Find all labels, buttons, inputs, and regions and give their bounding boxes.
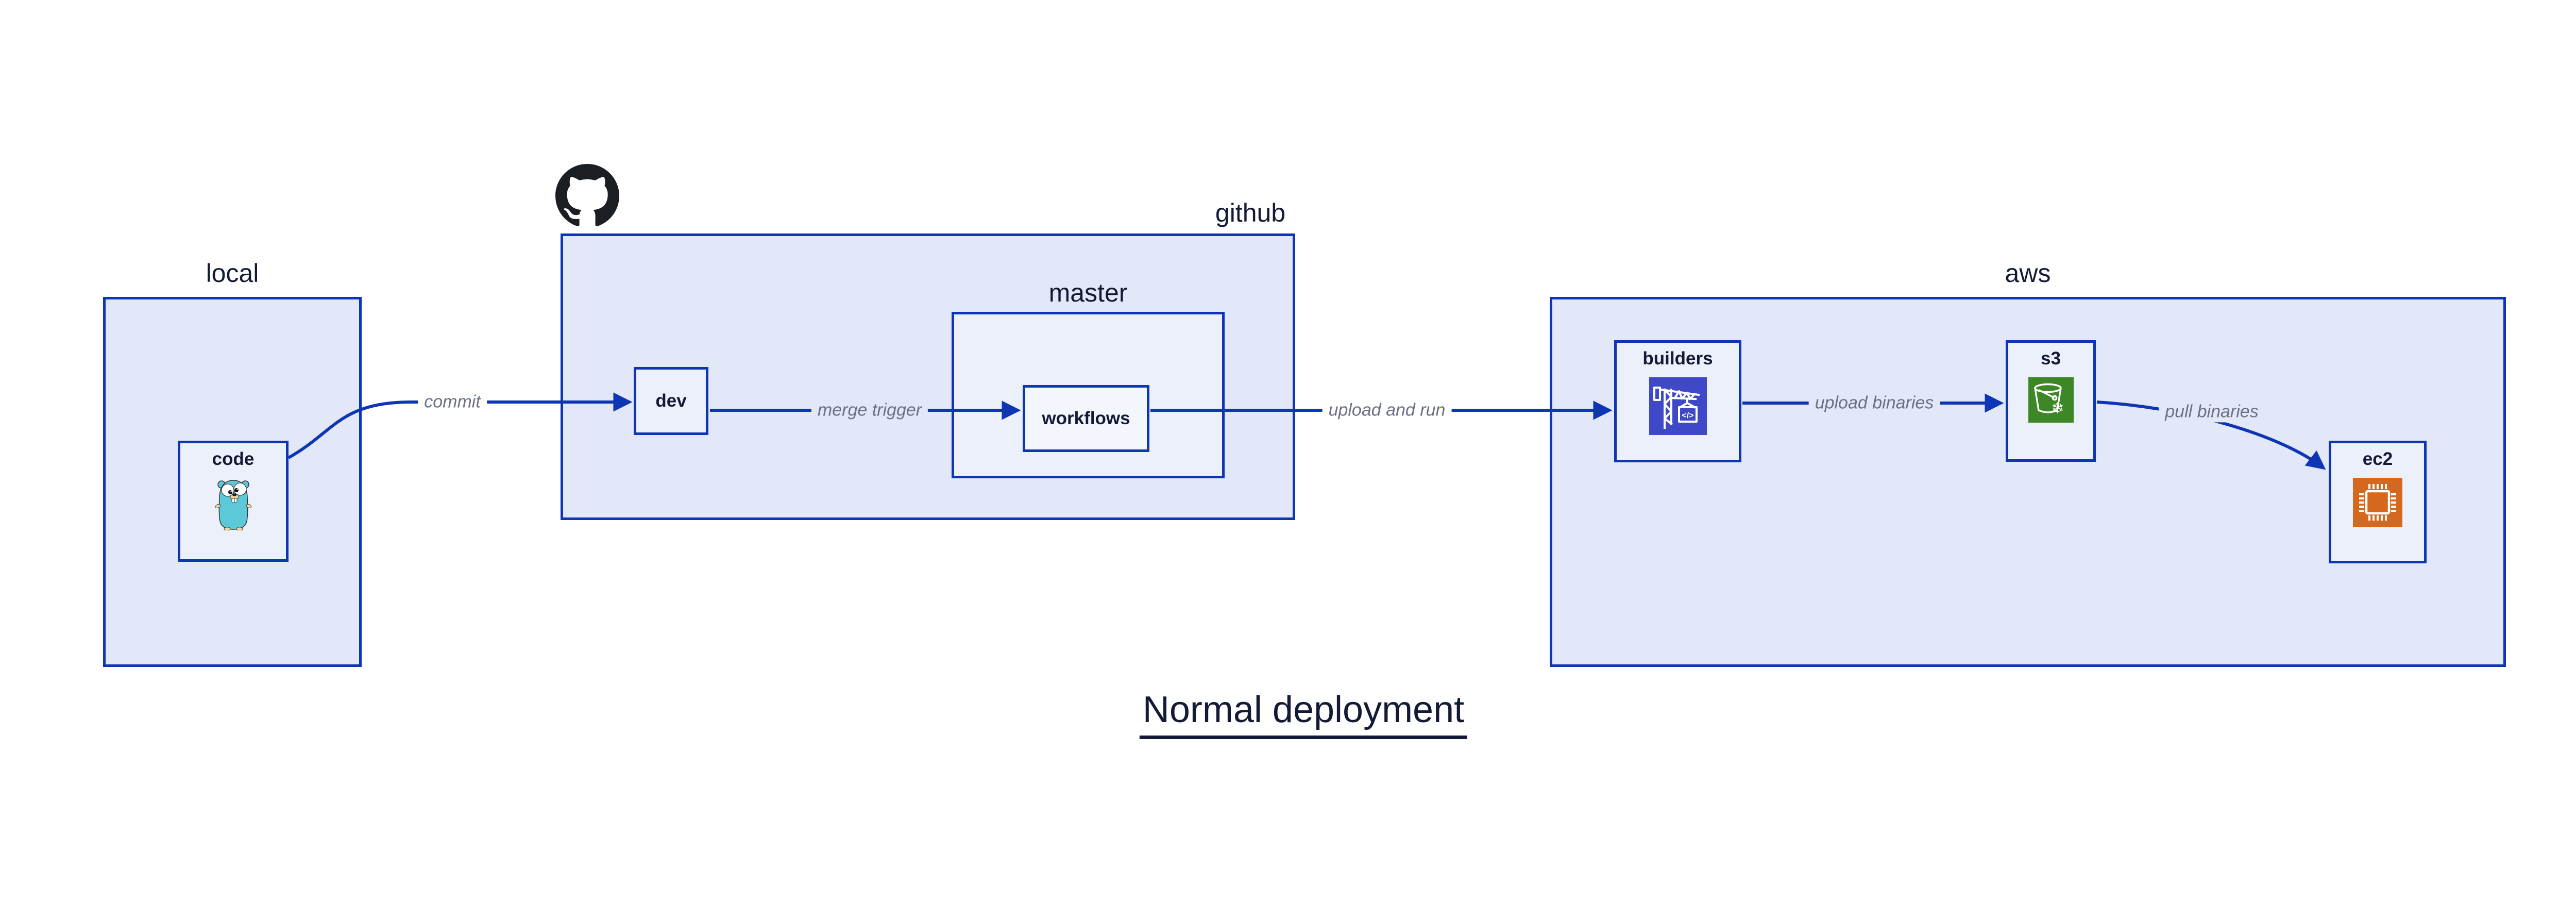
svg-text:❄: ❄ <box>2051 399 2064 417</box>
aws-group-label: aws <box>2005 259 2051 288</box>
code-node: code <box>178 441 289 562</box>
upload-and-run-edge-label: upload and run <box>1322 399 1452 421</box>
workflows-node-label: workflows <box>1042 408 1130 428</box>
ec2-node-label: ec2 <box>2362 449 2393 469</box>
svg-text:</>: </> <box>1682 411 1693 420</box>
builders-node: builders </> <box>1614 340 1741 462</box>
dev-node-label: dev <box>655 390 687 411</box>
workflows-node: workflows <box>1023 385 1149 452</box>
pull-binaries-edge-label: pull binaries <box>2159 401 2265 423</box>
aws-ec2-chip-icon <box>2353 477 2402 529</box>
diagram-title: Normal deployment <box>1139 689 1468 739</box>
merge-trigger-edge-label: merge trigger <box>811 399 928 421</box>
builders-node-label: builders <box>1642 348 1713 369</box>
s3-node-label: s3 <box>2041 348 2061 369</box>
ec2-node: ec2 <box>2329 441 2427 563</box>
upload-binaries-edge-label: upload binaries <box>1808 392 1940 414</box>
commit-edge-label: commit <box>418 391 487 413</box>
aws-s3-glacier-icon: ❄ <box>2028 377 2074 425</box>
go-gopher-icon <box>214 478 252 533</box>
code-node-label: code <box>212 449 255 469</box>
local-group-label: local <box>206 259 259 288</box>
github-group-label: github <box>1215 198 1286 227</box>
master-group-label: master <box>1048 278 1128 307</box>
dev-node: dev <box>634 367 708 435</box>
s3-node: s3 ❄ <box>2006 340 2096 462</box>
github-octocat-logo-icon <box>555 164 619 230</box>
aws-codebuild-icon: </> <box>1649 377 1707 438</box>
